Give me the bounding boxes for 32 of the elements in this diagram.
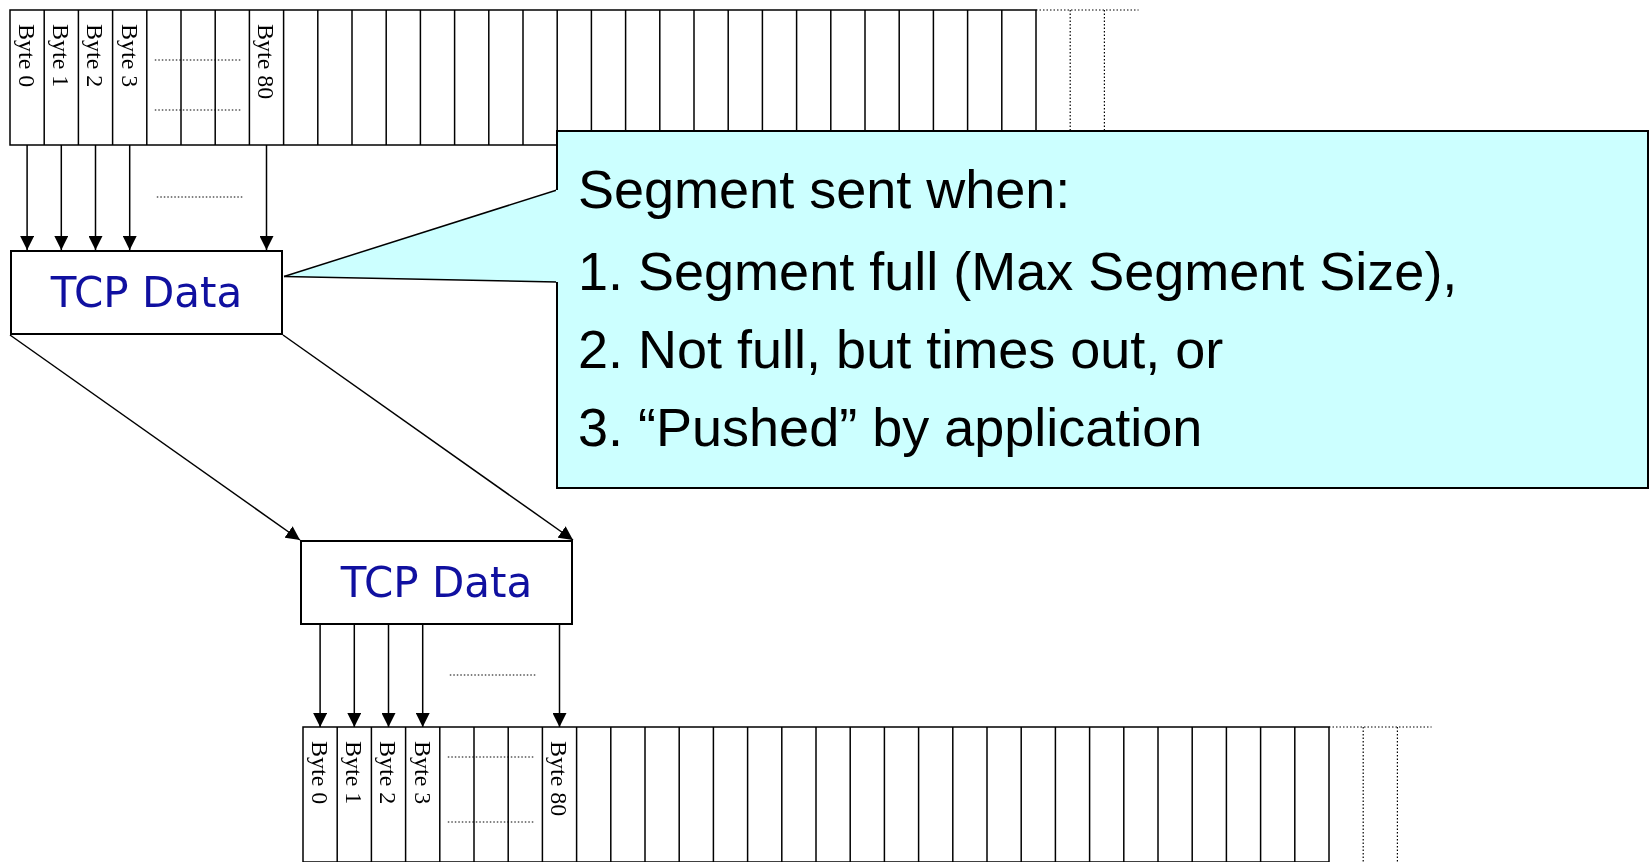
arrow <box>282 334 574 541</box>
data-box <box>10 250 283 335</box>
arrow <box>552 624 567 728</box>
arrow <box>347 624 362 728</box>
byte-label: Byte 0 <box>15 24 40 88</box>
callout-box <box>556 130 1649 489</box>
callout-heading: Segment sent when: <box>578 160 1071 220</box>
arrow <box>54 144 69 251</box>
byte-label: Byte 2 <box>376 741 401 805</box>
byte-label: Byte 1 <box>342 741 367 805</box>
box-label: TCP Data <box>340 558 533 607</box>
callout-pointer <box>283 189 558 283</box>
byte-label: Byte 80 <box>547 741 572 817</box>
list-item: 2. Not full, but times out, or <box>578 320 1224 380</box>
arrow <box>381 624 396 728</box>
list-item: 3. “Pushed” by application <box>578 398 1203 458</box>
arrow <box>259 144 274 251</box>
arrow <box>415 624 430 728</box>
byte-label: Byte 2 <box>83 24 108 88</box>
box-label: TCP Data <box>50 268 243 317</box>
data-box <box>300 540 573 625</box>
byte-label: Byte 1 <box>49 24 74 88</box>
arrow <box>122 144 137 251</box>
arrow <box>88 144 103 251</box>
arrow <box>313 624 328 728</box>
byte-label: Byte 3 <box>117 24 142 88</box>
byte-label: Byte 3 <box>410 741 435 805</box>
byte-label: Byte 0 <box>308 741 333 805</box>
arrow <box>9 334 301 541</box>
byte-label: Byte 80 <box>254 24 279 100</box>
list-item: 1. Segment full (Max Segment Size), <box>578 242 1458 302</box>
arrow <box>20 144 35 251</box>
